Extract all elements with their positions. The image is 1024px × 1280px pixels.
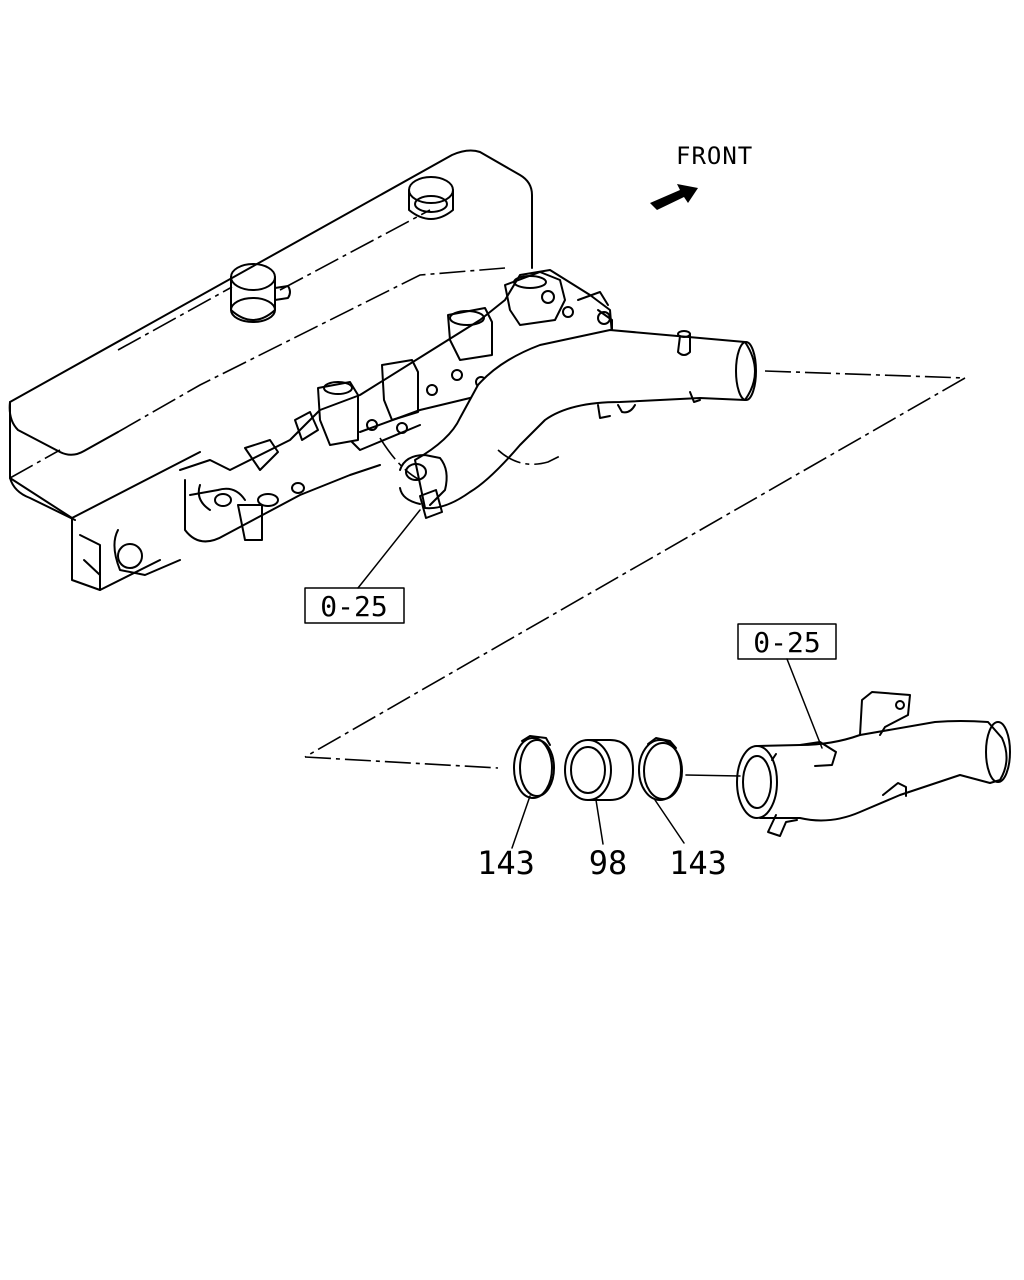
callout-upper-ref: 0-25	[304, 509, 421, 624]
upper-ref-label: 0-25	[320, 590, 387, 623]
clamp-left-part	[511, 735, 555, 849]
exhaust-manifold	[179, 269, 613, 543]
clamp-right-part	[638, 737, 685, 844]
clamp-left-label: 143	[477, 844, 535, 882]
oil-cap-rear	[230, 263, 291, 323]
front-indicator: FRONT	[650, 142, 753, 210]
engine-assembly	[8, 149, 533, 591]
front-label: FRONT	[676, 142, 753, 170]
explode-guide-lines	[304, 370, 966, 777]
oil-cap-front	[408, 176, 454, 220]
clamp-right-label: 143	[669, 844, 727, 882]
exhaust-pipe-installed	[379, 329, 757, 519]
callout-lower-ref: 0-25	[737, 623, 837, 749]
lower-ref-label: 0-25	[753, 626, 820, 659]
arrow-icon	[650, 184, 698, 210]
hose-label: 98	[589, 844, 628, 882]
hose-part	[564, 739, 634, 845]
exhaust-pipe-part	[736, 691, 1011, 837]
